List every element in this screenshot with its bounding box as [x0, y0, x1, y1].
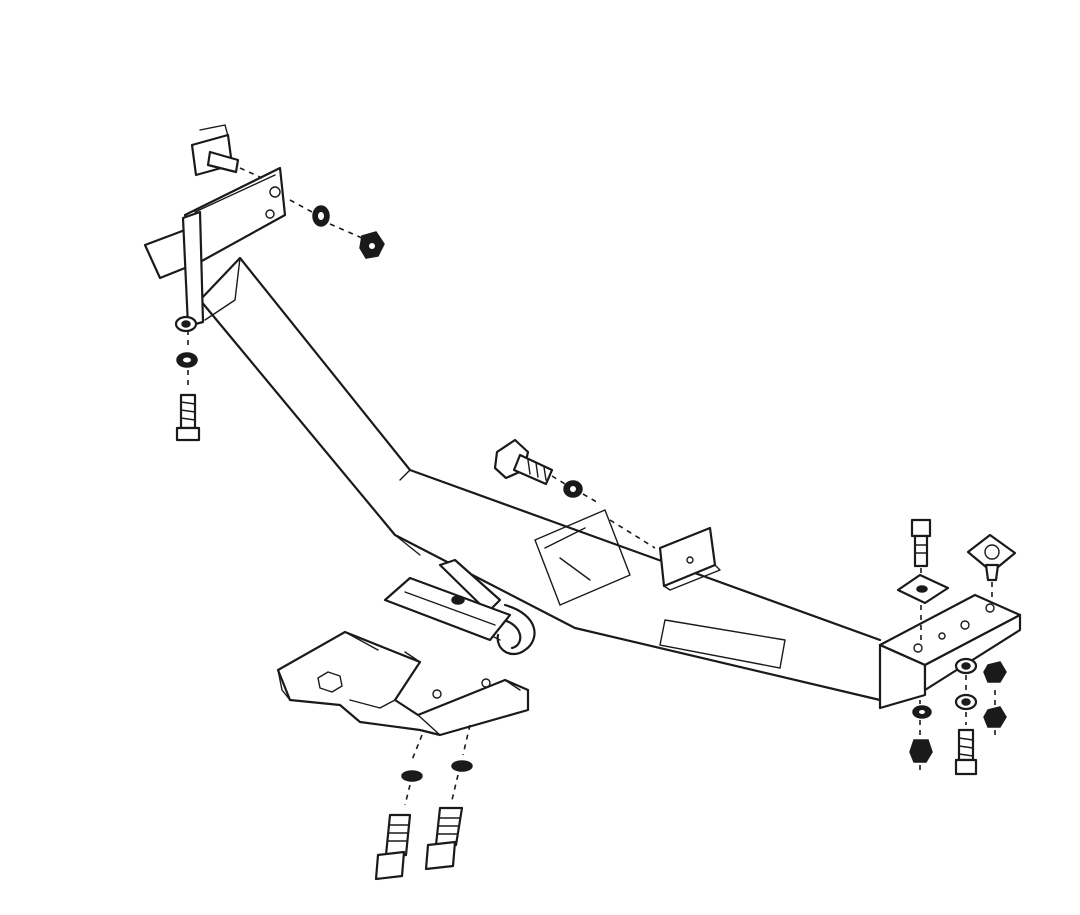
tow-ball-mount-plate [276, 576, 530, 761]
center-bolt [493, 438, 566, 486]
left-mounting-bracket [143, 166, 287, 328]
center-bracket [534, 509, 721, 606]
right-nut-1 [909, 720, 933, 775]
mount-washer-left [401, 770, 423, 806]
square-carriage-plate [896, 573, 950, 640]
mount-bolt-right [424, 806, 464, 871]
safety-chain-loop [438, 558, 536, 656]
right-mounting-bracket [878, 593, 1022, 710]
left-carriage-bolt [190, 124, 263, 179]
left-upper-nut [329, 223, 385, 259]
main-crossbar [198, 256, 882, 702]
mount-washer-right [451, 760, 473, 801]
right-nut-2 [983, 661, 1007, 705]
right-carriage-bolt [966, 533, 1017, 600]
right-nut-3 [983, 706, 1007, 738]
right-top-bolt [910, 518, 932, 575]
left-lower-washer-2 [176, 352, 198, 368]
center-washer [563, 480, 601, 505]
right-washer-2 [954, 657, 978, 690]
left-lower-washer-1 [174, 315, 198, 345]
right-lower-bolt [954, 728, 978, 776]
left-lower-bolt [175, 370, 201, 442]
right-washer-3 [954, 693, 978, 725]
left-upper-washer [289, 199, 330, 227]
mount-bolt-left [374, 813, 412, 881]
right-washer-1 [912, 700, 932, 719]
